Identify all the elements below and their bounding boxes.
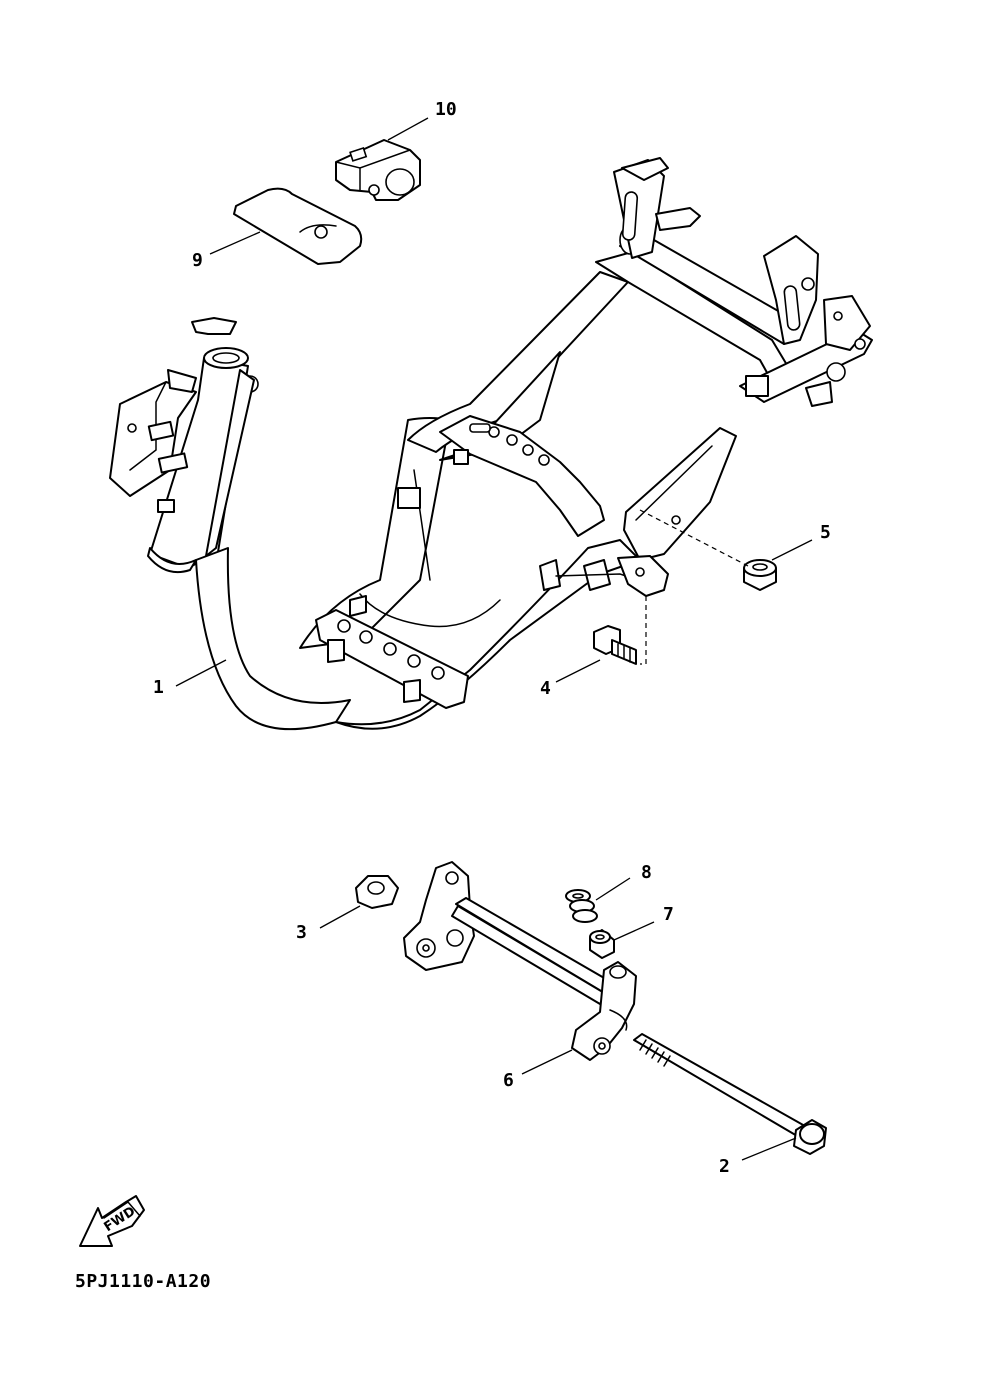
part-7-bush (589, 929, 615, 959)
part-2-pivot-bolt (633, 1033, 827, 1155)
part-9-cover (233, 187, 363, 265)
part-1-frame (109, 157, 873, 731)
callout-5: 5 (820, 522, 831, 543)
bolt-alignment-line (640, 596, 647, 665)
callout-9: 9 (192, 250, 203, 271)
diagram-code: 5PJ1110-A120 (75, 1271, 212, 1292)
part-5-collar (743, 559, 777, 591)
callout-7: 7 (663, 904, 674, 925)
part-8-damper (565, 889, 598, 923)
callout-2: 2 (719, 1156, 730, 1177)
callout-10: 10 (435, 99, 457, 120)
callout-8: 8 (641, 862, 652, 883)
leader-lines (175, 117, 813, 1161)
callout-1: 1 (153, 677, 164, 698)
collar-alignment-line (639, 509, 749, 567)
fwd-direction-arrow-icon: FWD (79, 1195, 145, 1247)
part-6-engine-bracket (403, 861, 637, 1061)
callout-3: 3 (296, 922, 307, 943)
part-10-bracket-block (335, 139, 421, 201)
callout-4: 4 (540, 678, 551, 699)
part-3-nut (355, 875, 399, 909)
part-4-bolt (593, 625, 637, 665)
callout-6: 6 (503, 1070, 514, 1091)
